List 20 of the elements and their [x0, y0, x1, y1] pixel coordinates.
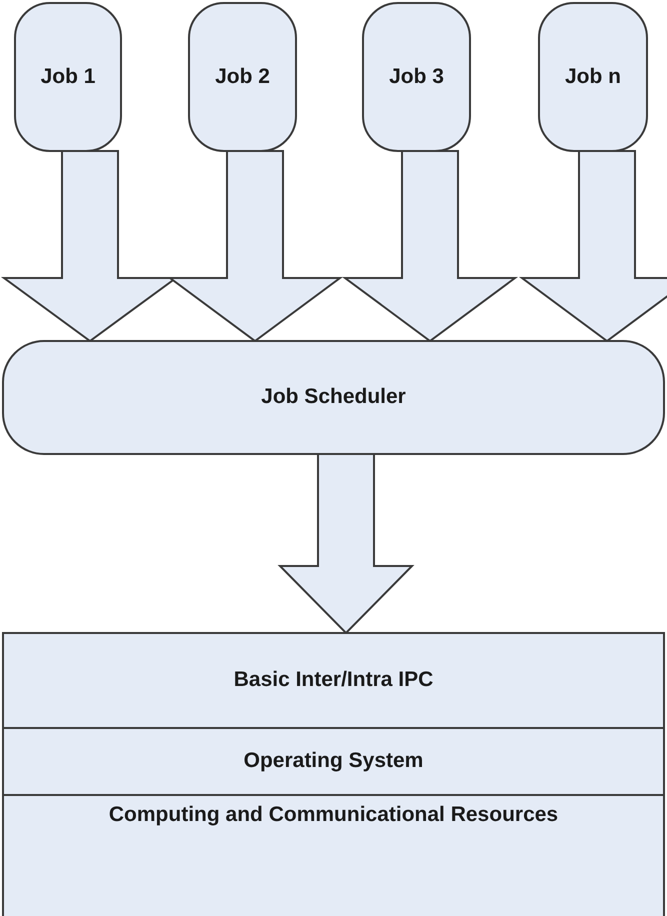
job-box: [14, 2, 122, 152]
block-arrow: [278, 453, 414, 634]
block-arrow: [166, 150, 344, 342]
block-arrow: [518, 150, 667, 342]
job-box: [362, 2, 471, 152]
node-label: Job 1: [40, 64, 96, 90]
node-label: Job n: [565, 64, 621, 90]
job-box: [188, 2, 297, 152]
node-label: Job 3: [389, 64, 444, 90]
layer-box: [2, 727, 665, 796]
job-box: [538, 2, 648, 152]
layer-box: [2, 794, 665, 916]
block-arrow: [342, 150, 518, 342]
node-label: Job Scheduler: [261, 384, 406, 410]
node-label: Job 2: [215, 64, 270, 90]
layer-box: [2, 632, 665, 729]
node-label: Operating System: [244, 748, 424, 774]
node-label: Basic Inter/Intra IPC: [234, 667, 434, 694]
scheduler-box: [2, 340, 665, 455]
node-label: Computing and Communicational Resources: [108, 802, 558, 828]
